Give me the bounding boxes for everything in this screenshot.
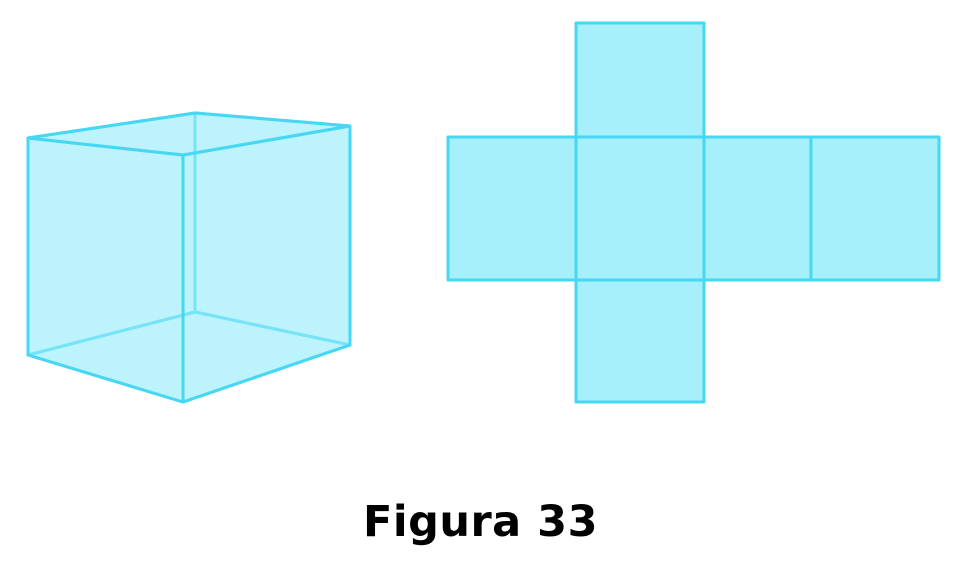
cube-top-face [26,111,352,157]
net-face-left [446,135,578,282]
cube-front-face [26,136,185,404]
cube-net [446,21,941,404]
figure-caption: Figura 33 [362,497,599,547]
net-face-far-right [809,135,941,282]
net-face-top [574,21,706,139]
net-face-bottom [574,278,706,404]
cube-3d [26,111,352,404]
cube-right-face [181,124,352,404]
net-face-center [574,135,706,282]
net-face-right [702,135,813,282]
